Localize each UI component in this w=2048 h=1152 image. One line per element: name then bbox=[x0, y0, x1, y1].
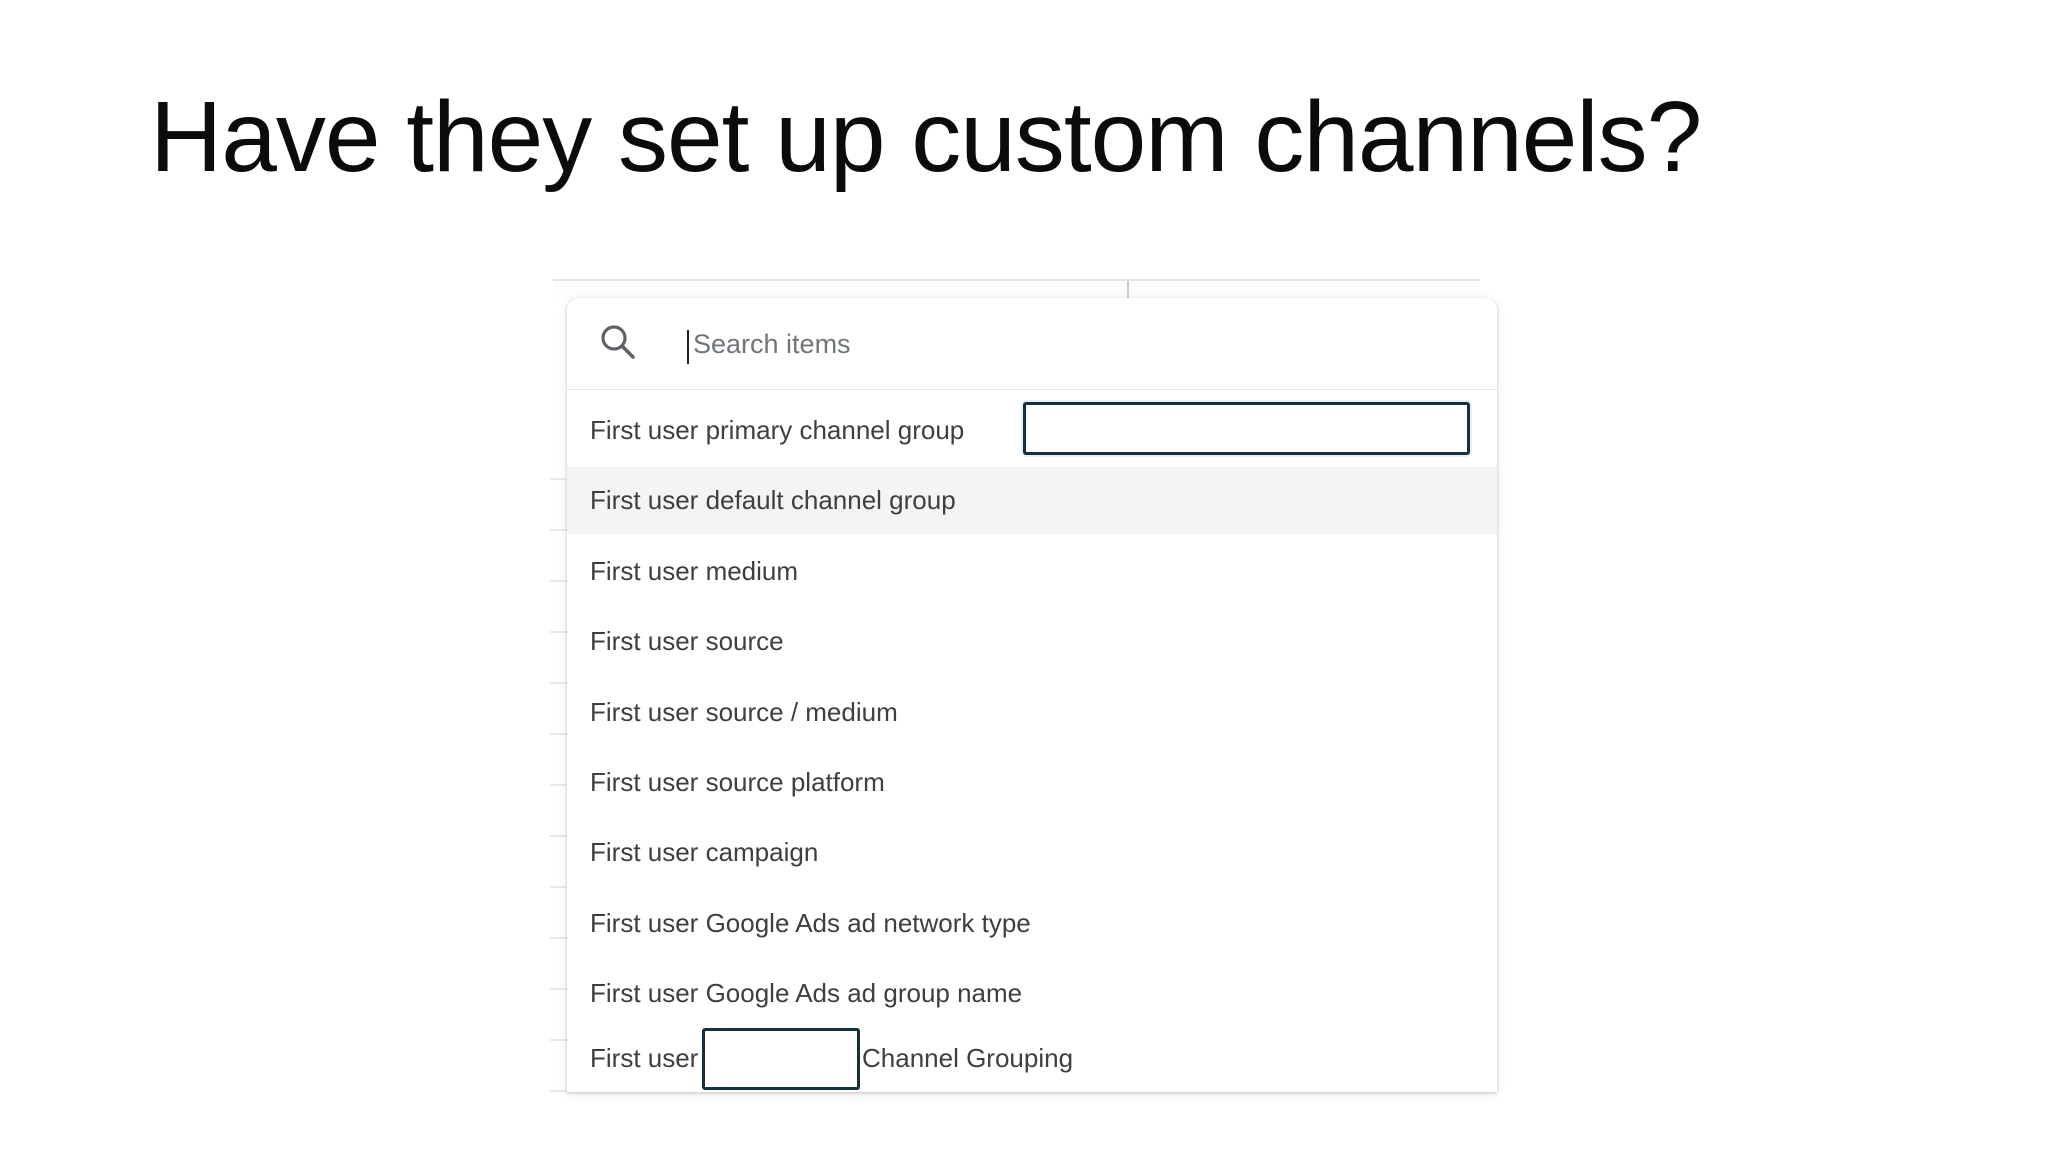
list-item[interactable]: First user primary channel group bbox=[567, 395, 1497, 465]
list-item-label: First user campaign bbox=[590, 836, 819, 867]
search-icon bbox=[601, 325, 635, 359]
text-cursor bbox=[687, 330, 689, 364]
list-item-label: First user medium bbox=[590, 555, 799, 586]
background-table-row-strip bbox=[550, 429, 567, 1092]
list-item[interactable]: First user source / medium bbox=[567, 677, 1497, 747]
list-item-label: First user source bbox=[590, 625, 784, 656]
list-item[interactable]: First user Google Ads ad network type bbox=[567, 888, 1497, 958]
background-column-divider bbox=[1127, 281, 1129, 298]
list-item[interactable]: First user medium bbox=[567, 536, 1497, 606]
search-bar bbox=[567, 298, 1497, 389]
redaction-box bbox=[1023, 402, 1470, 455]
list-item-highlighted[interactable]: First user default channel group bbox=[567, 467, 1497, 534]
list-item[interactable]: First user source platform bbox=[567, 747, 1497, 817]
list-item-label: First user primary channel group bbox=[590, 414, 965, 445]
divider bbox=[567, 389, 1497, 390]
list-item[interactable]: First user campaign bbox=[567, 817, 1497, 887]
list-item-label: First user Google Ads ad group name bbox=[590, 977, 1023, 1008]
list-item-label-suffix: Channel Grouping bbox=[862, 1043, 1074, 1073]
list-item-label: First user source platform bbox=[590, 766, 885, 797]
page-title: Have they set up custom channels? bbox=[150, 81, 1702, 193]
list-item[interactable]: First user Channel Grouping bbox=[567, 1024, 1497, 1092]
redaction-box bbox=[702, 1028, 860, 1090]
dimension-dropdown-panel: First user primary channel group First u… bbox=[567, 298, 1497, 1092]
search-input[interactable] bbox=[693, 322, 1393, 366]
list-item[interactable]: First user source bbox=[567, 606, 1497, 676]
list-item-label-prefix: First user bbox=[590, 1043, 699, 1073]
list-item-label: First user default channel group bbox=[590, 485, 956, 515]
list-item-label: First user Google Ads ad network type bbox=[590, 907, 1031, 938]
list-item-label: First user source / medium bbox=[590, 696, 898, 727]
list-item[interactable]: First user Google Ads ad group name bbox=[567, 958, 1497, 1028]
background-table-top-edge bbox=[553, 279, 1480, 300]
